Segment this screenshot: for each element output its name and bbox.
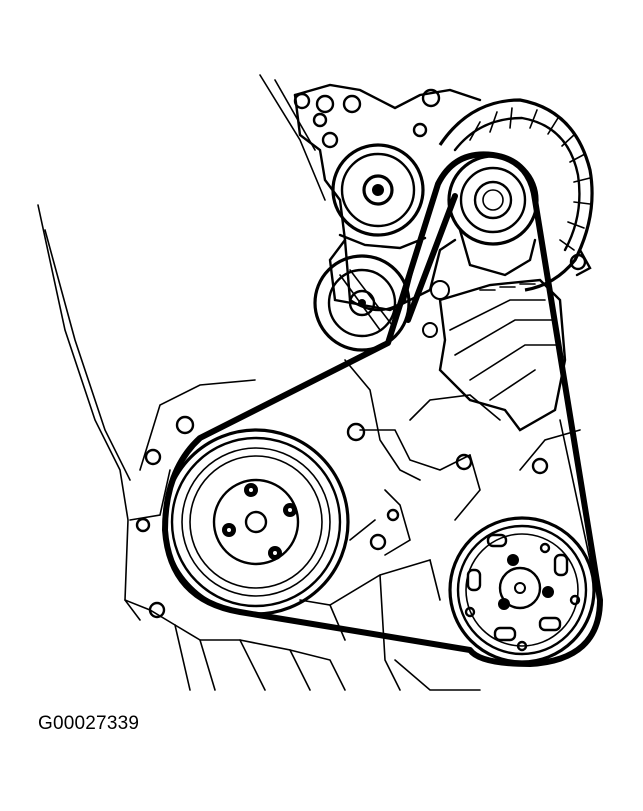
drive-belt-inner-run <box>405 193 458 323</box>
crankshaft-pulley <box>162 428 350 616</box>
idler-pulley <box>313 254 411 352</box>
block-bolt-holes <box>135 415 549 619</box>
accessory-bracket <box>293 83 482 312</box>
figure-id-label: G00027339 <box>38 713 140 734</box>
drive-belt <box>162 151 603 667</box>
water-pump-pulley <box>448 516 596 664</box>
pump-housing <box>438 98 594 292</box>
actuator-housing <box>438 278 567 432</box>
